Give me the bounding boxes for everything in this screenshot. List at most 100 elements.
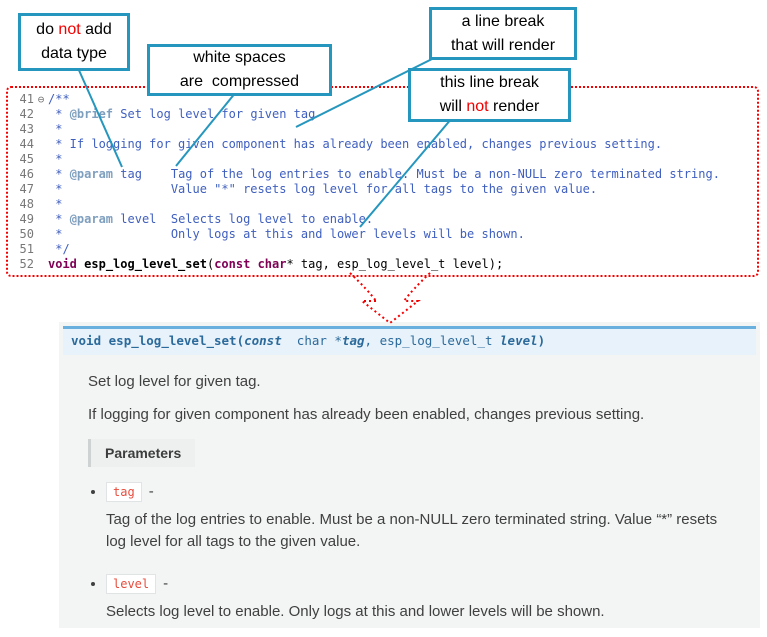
line-number: 50 xyxy=(19,227,34,241)
parameters-heading: Parameters xyxy=(88,439,196,467)
callout-text: a line break xyxy=(462,10,545,34)
param-name-chip: level xyxy=(106,574,157,594)
callout-whitespace-compressed: white spaces are compressed xyxy=(147,44,332,96)
fold-gutter xyxy=(34,197,48,212)
callout-text: this line break xyxy=(440,71,539,95)
param-dash: - xyxy=(163,575,169,592)
code-line: 43 * xyxy=(8,122,757,137)
code-segment: */ xyxy=(48,242,70,256)
callout-text: that will render xyxy=(451,34,555,58)
fold-gutter xyxy=(34,212,48,227)
text-segment: not xyxy=(466,98,489,115)
code-text: * @brief Set log level for given tag xyxy=(48,107,315,122)
code-line: 50 * Only logs at this and lower levels … xyxy=(8,227,757,242)
code-segment: @param xyxy=(69,167,114,181)
renders-to-arrow-icon xyxy=(349,272,431,325)
text-segment: ) xyxy=(537,333,546,348)
fold-gutter xyxy=(34,152,48,167)
line-number: 44 xyxy=(19,137,34,151)
code-line: 44 * If logging for given component has … xyxy=(8,137,757,152)
code-segment: * tag, esp_log_level_t level); xyxy=(286,257,504,271)
code-text: * xyxy=(48,152,62,167)
callout-text: are compressed xyxy=(180,70,299,94)
text-segment: esp_log_level_t xyxy=(379,333,501,348)
text-segment: will xyxy=(439,98,467,115)
line-number: 43 xyxy=(19,122,34,136)
code-segment: * If logging for given component has alr… xyxy=(48,137,663,151)
text-segment: , xyxy=(364,333,380,348)
parameter-item: level- Selects log level to enable. Only… xyxy=(106,574,760,623)
text-segment: esp_log_level_set xyxy=(108,333,237,348)
code-segment: * xyxy=(48,167,70,181)
callout-line-break-no-render: this line break will not render xyxy=(408,68,571,122)
code-line: 47 * Value "*" resets log level for all … xyxy=(8,182,757,197)
code-segment: * xyxy=(48,197,63,211)
detailed-description: If logging for given component has alrea… xyxy=(88,406,645,423)
callout-text: will not render xyxy=(440,95,540,119)
callout-text: do not add xyxy=(36,18,112,42)
text-segment: add xyxy=(80,21,112,38)
line-number: 46 xyxy=(19,167,34,181)
code-text: * If logging for given component has alr… xyxy=(48,137,662,152)
code-segment: esp_log_level_set xyxy=(84,257,207,271)
callout-no-datatype: do not add data type xyxy=(18,13,130,71)
code-segment: const xyxy=(214,257,251,271)
function-signature: void esp_log_level_set(const char *tag, … xyxy=(63,326,756,355)
code-line: 42 * @brief Set log level for given tag xyxy=(8,107,757,122)
text-segment: this line break xyxy=(440,74,539,91)
code-segment: char xyxy=(257,257,287,271)
line-number: 42 xyxy=(19,107,34,121)
code-text: * Value "*" resets log level for all tag… xyxy=(48,182,597,197)
fold-gutter xyxy=(34,107,48,122)
text-segment: const xyxy=(244,333,282,348)
code-segment: * xyxy=(48,122,63,136)
parameter-item: tag- Tag of the log entries to enable. M… xyxy=(106,482,760,553)
fold-gutter xyxy=(34,167,48,182)
code-text: * @param level Selects log level to enab… xyxy=(48,212,373,227)
param-description: Tag of the log entries to enable. Must b… xyxy=(106,511,718,550)
code-segment: * Only logs at this and lower levels wil… xyxy=(48,227,525,241)
text-segment: void xyxy=(71,333,109,348)
text-segment: tag xyxy=(341,333,365,348)
line-number: 48 xyxy=(19,197,34,211)
text-segment: are compressed xyxy=(179,73,300,90)
code-text: */ xyxy=(48,242,70,257)
brief-description: Set log level for given tag. xyxy=(88,373,261,390)
callout-text: data type xyxy=(41,42,107,66)
code-segment xyxy=(250,257,257,271)
code-lines: 41⊖/**42 * @brief Set log level for give… xyxy=(8,92,757,272)
line-number: 45 xyxy=(19,152,34,166)
text-segment: that will render xyxy=(450,36,556,54)
fold-collapse-icon[interactable]: ⊖ xyxy=(37,93,45,106)
callout-text: white spaces xyxy=(193,46,286,70)
code-segment: @param xyxy=(69,212,114,226)
line-number: 47 xyxy=(19,182,34,196)
code-text: void esp_log_level_set(const char* tag, … xyxy=(48,257,503,272)
code-segment: tag Tag of the log entries to enable. Mu… xyxy=(113,167,720,181)
param-name-chip: tag xyxy=(106,482,142,502)
line-number: 51 xyxy=(19,242,34,256)
code-editor: 41⊖/**42 * @brief Set log level for give… xyxy=(6,86,759,277)
text-segment: do xyxy=(36,21,59,38)
fold-gutter xyxy=(34,257,48,272)
code-segment: void xyxy=(48,257,77,271)
text-segment: ( xyxy=(236,333,245,348)
text-segment: data type xyxy=(41,45,107,62)
code-segment: * xyxy=(48,107,70,121)
line-number: 41 xyxy=(19,92,34,106)
code-text: * xyxy=(48,122,62,137)
code-segment: /** xyxy=(48,92,70,106)
fold-gutter xyxy=(34,242,48,257)
line-number: 49 xyxy=(19,212,34,226)
fold-gutter xyxy=(34,182,48,197)
code-line: 49 * @param level Selects log level to e… xyxy=(8,212,757,227)
text-segment: char * xyxy=(281,333,342,348)
code-text: * Only logs at this and lower levels wil… xyxy=(48,227,525,242)
code-segment: * xyxy=(48,212,70,226)
text-segment: not xyxy=(58,21,81,38)
code-line: 48 * xyxy=(8,197,757,212)
fold-gutter xyxy=(34,122,48,137)
code-line: 51 */ xyxy=(8,242,757,257)
